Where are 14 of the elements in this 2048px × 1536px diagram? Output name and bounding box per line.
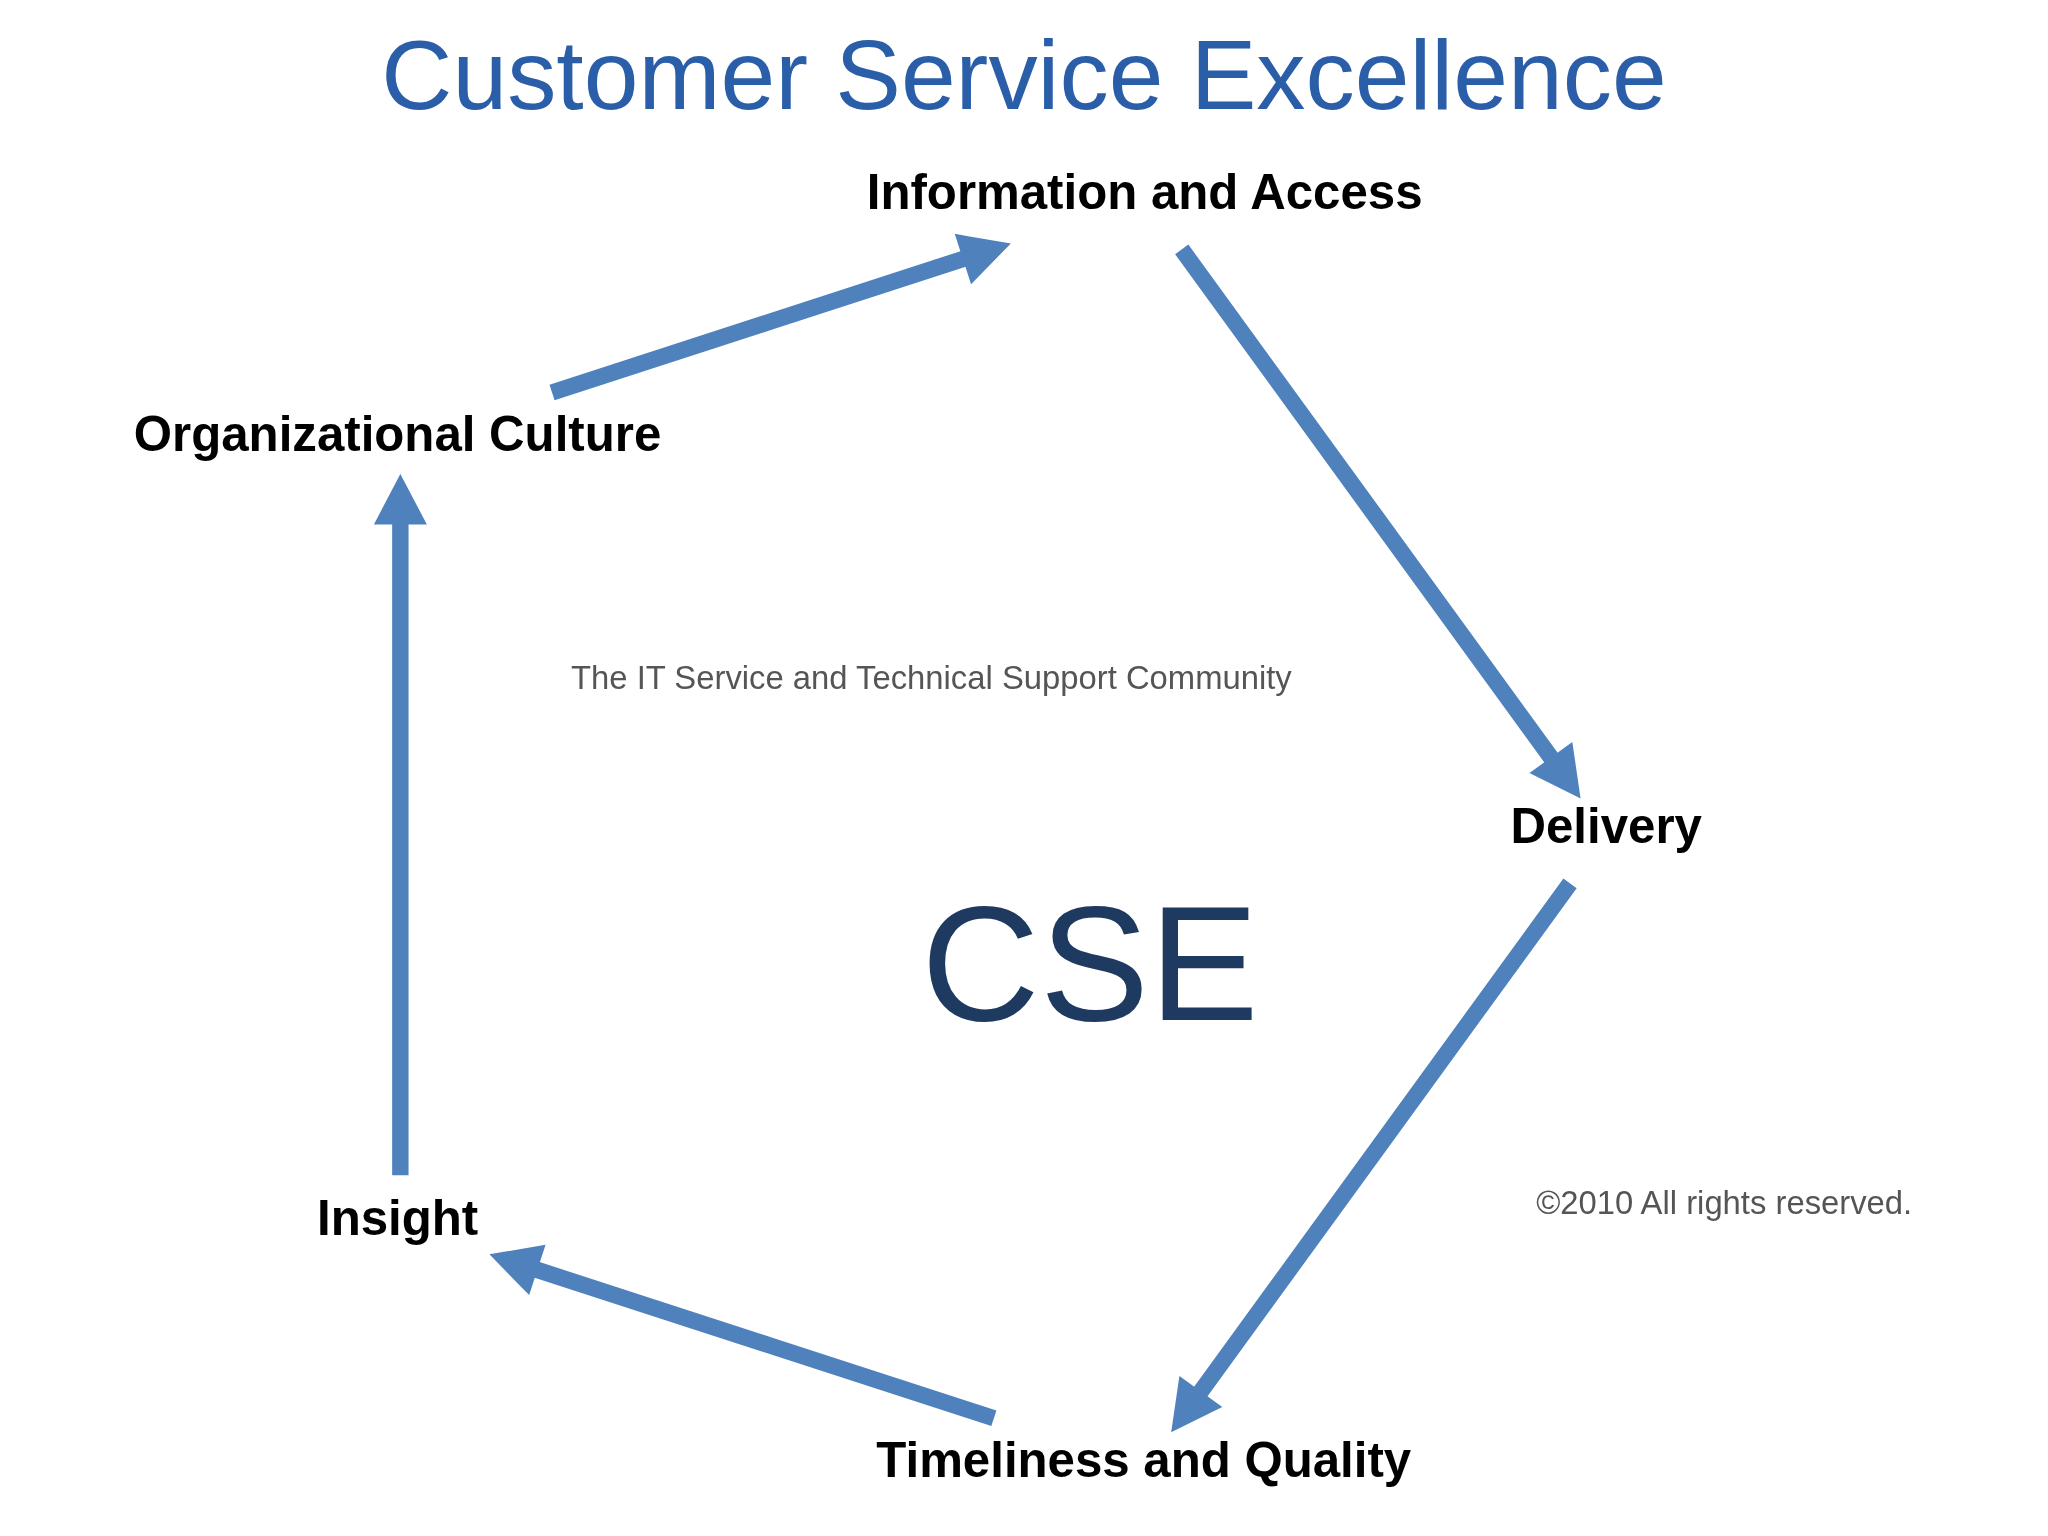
node-text: Timeliness and Quality	[876, 1431, 1412, 1487]
arrow	[549, 233, 1011, 401]
node-text: Organizational Culture	[133, 406, 662, 462]
diagram-title: Customer Service Excellence	[381, 19, 1667, 130]
arrow	[1171, 878, 1577, 1433]
arrow	[1175, 244, 1581, 799]
label: The IT Service and Technical Support Community	[571, 658, 1292, 696]
node-text: Delivery	[1510, 797, 1702, 853]
arrow	[489, 1244, 997, 1427]
node-text: Insight	[316, 1189, 479, 1245]
label: CSE	[921, 871, 1259, 1055]
label: ©2010 All rights reserved.	[1536, 1183, 1913, 1221]
arrow	[373, 473, 427, 1176]
node-text: Information and Access	[866, 163, 1423, 219]
